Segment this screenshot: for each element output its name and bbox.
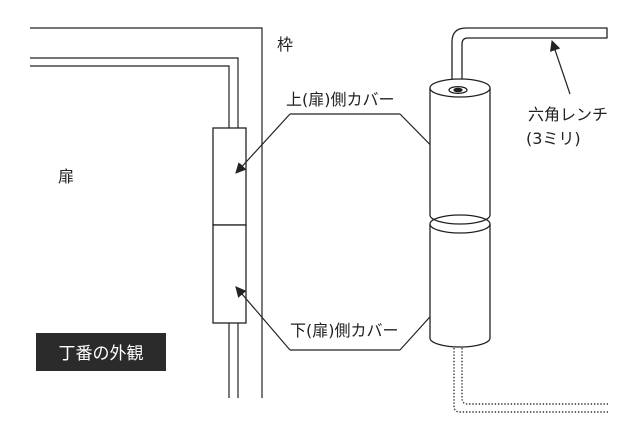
hinge-wire: [453, 348, 608, 413]
lower-cover-label: 下(扉)側カバー: [290, 321, 399, 340]
wrench-label-line1: 六角レンチ: [528, 105, 608, 124]
door-hinge: [212, 127, 247, 324]
hinge-wire-inner: [461, 348, 608, 405]
door-hinge-lower-cover: [212, 224, 247, 324]
caption-box: [36, 333, 166, 371]
cylinder-upper-section: [429, 88, 491, 225]
wrench-label-line2: (3ミリ): [526, 129, 581, 148]
hex-wrench: [451, 27, 608, 88]
upper-cover-pointer: [235, 113, 458, 174]
hinge-wire-outer: [453, 348, 608, 413]
hex-socket-inner: [453, 87, 463, 93]
cylinder-lower-section: [429, 224, 491, 348]
frame-label: 枠: [277, 35, 293, 54]
upper-cover-label: 上(扉)側カバー: [286, 90, 395, 109]
door-hinge-upper-cover: [212, 127, 247, 226]
door-label: 扉: [58, 167, 74, 186]
frame-outer-line: [30, 27, 263, 398]
lower-pointer-arrow-left: [235, 286, 291, 351]
cylinder-hinge: [429, 78, 491, 348]
caption-text: 丁番の外観: [59, 344, 144, 364]
cylinder-seam-top: [429, 214, 491, 234]
wrench-pointer-arrow: [550, 39, 571, 95]
lower-cover-pointer: [235, 286, 458, 351]
upper-pointer-arrow-left: [235, 113, 291, 174]
hex-wrench-outline: [451, 27, 608, 88]
